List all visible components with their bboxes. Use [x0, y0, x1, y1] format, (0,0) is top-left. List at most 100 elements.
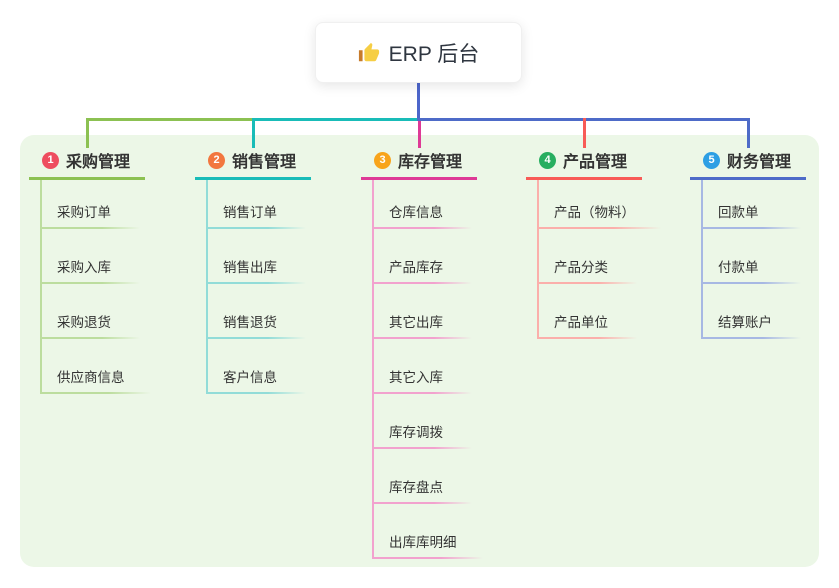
child-connector-line	[537, 227, 661, 229]
child-node[interactable]: 回款单	[701, 180, 801, 229]
child-node-label: 结算账户	[718, 315, 772, 330]
child-node[interactable]: 库存调拨	[372, 394, 472, 449]
branch-children: 仓库信息产品库存其它出库其它入库库存调拨库存盘点出库库明细	[372, 180, 483, 559]
branch-title-node[interactable]: 2 销售管理	[195, 147, 311, 173]
child-node-label: 付款单	[718, 260, 759, 275]
child-node[interactable]: 其它出库	[372, 284, 472, 339]
root-node[interactable]: ERP 后台	[315, 22, 522, 83]
branch-number-badge: 5	[703, 151, 720, 169]
branch-title: 采购管理	[66, 154, 131, 171]
branch-drop-line	[85, 118, 89, 148]
child-node-label: 产品分类	[554, 260, 608, 275]
child-connector-line	[372, 337, 472, 339]
child-connector-line	[701, 337, 801, 339]
child-node[interactable]: 产品库存	[372, 229, 472, 284]
child-node-label: 库存调拨	[389, 425, 443, 440]
child-node-label: 其它入库	[389, 370, 443, 385]
child-node-label: 销售订单	[223, 205, 277, 220]
child-node[interactable]: 产品（物料）	[537, 180, 661, 229]
child-node[interactable]: 仓库信息	[372, 180, 472, 229]
trunk-line-teal	[251, 118, 420, 121]
branch-title-node[interactable]: 3 库存管理	[361, 147, 477, 173]
child-connector-line	[40, 227, 140, 229]
branch-title-node[interactable]: 5 财务管理	[690, 147, 806, 173]
branch-children: 回款单付款单结算账户	[701, 180, 801, 339]
branch-title: 销售管理	[232, 154, 297, 171]
branch-title: 财务管理	[727, 154, 792, 171]
branch-title: 产品管理	[563, 154, 628, 171]
child-node-label: 销售退货	[223, 315, 277, 330]
child-node[interactable]: 客户信息	[206, 339, 306, 394]
child-node-label: 供应商信息	[57, 370, 125, 385]
child-node-label: 其它出库	[389, 315, 443, 330]
child-node[interactable]: 采购订单	[40, 180, 140, 229]
branch-drop-line	[417, 121, 421, 148]
branch-underline	[29, 177, 145, 180]
child-node-label: 产品（物料）	[554, 205, 635, 220]
child-connector-line	[372, 282, 472, 284]
branch-underline	[690, 177, 806, 180]
child-connector-line	[40, 392, 151, 394]
branch-vertical-line	[372, 180, 374, 559]
child-node[interactable]: 采购退货	[40, 284, 140, 339]
root-vertical-line	[416, 83, 420, 121]
child-node[interactable]: 出库库明细	[372, 504, 483, 559]
child-node-label: 库存盘点	[389, 480, 443, 495]
branch-vertical-line	[40, 180, 42, 394]
child-connector-line	[40, 282, 140, 284]
child-connector-line	[372, 557, 483, 559]
child-node[interactable]: 结算账户	[701, 284, 801, 339]
child-node-label: 采购退货	[57, 315, 111, 330]
branch-drop-line	[746, 118, 750, 148]
child-node-label: 仓库信息	[389, 205, 443, 220]
branch-title: 库存管理	[398, 154, 463, 171]
child-node-label: 出库库明细	[389, 535, 457, 550]
child-connector-line	[701, 227, 801, 229]
child-node-label: 回款单	[718, 205, 759, 220]
child-connector-line	[537, 337, 637, 339]
branch-underline	[526, 177, 642, 180]
child-node[interactable]: 库存盘点	[372, 449, 472, 504]
child-connector-line	[40, 337, 140, 339]
root-title: ERP 后台	[388, 42, 480, 66]
child-connector-line	[372, 392, 472, 394]
child-connector-line	[206, 337, 306, 339]
branch-drop-line	[582, 118, 586, 148]
branch-children: 产品（物料） 产品分类产品单位	[537, 180, 661, 339]
branch-children: 销售订单销售出库销售退货客户信息	[206, 180, 306, 394]
branch-number-badge: 4	[539, 151, 556, 169]
child-node[interactable]: 付款单	[701, 229, 801, 284]
thumbs-up-icon	[358, 42, 379, 61]
branch-vertical-line	[537, 180, 539, 339]
child-node[interactable]: 采购入库	[40, 229, 140, 284]
child-node-label: 采购入库	[57, 260, 111, 275]
child-connector-line	[701, 282, 801, 284]
child-connector-line	[206, 227, 306, 229]
child-node[interactable]: 供应商信息	[40, 339, 151, 394]
branch-title-node[interactable]: 4 产品管理	[526, 147, 642, 173]
branch-vertical-line	[206, 180, 208, 394]
branch-drop-line	[251, 118, 255, 148]
child-node-label: 采购订单	[57, 205, 111, 220]
branch-number-badge: 1	[42, 151, 59, 169]
child-connector-line	[206, 392, 306, 394]
child-node[interactable]: 销售订单	[206, 180, 306, 229]
child-connector-line	[372, 447, 472, 449]
child-node-label: 产品单位	[554, 315, 608, 330]
child-node[interactable]: 产品分类	[537, 229, 637, 284]
branch-number-badge: 2	[208, 151, 225, 169]
child-node[interactable]: 产品单位	[537, 284, 637, 339]
child-node[interactable]: 其它入库	[372, 339, 472, 394]
child-connector-line	[372, 502, 472, 504]
child-node-label: 产品库存	[389, 260, 443, 275]
child-node[interactable]: 销售出库	[206, 229, 306, 284]
branch-number-badge: 3	[374, 151, 391, 169]
child-node[interactable]: 销售退货	[206, 284, 306, 339]
child-connector-line	[372, 227, 472, 229]
branches-panel	[20, 135, 819, 567]
branch-children: 采购订单采购入库采购退货供应商信息	[40, 180, 151, 394]
child-connector-line	[537, 282, 637, 284]
branch-vertical-line	[701, 180, 703, 339]
branch-title-node[interactable]: 1 采购管理	[29, 147, 145, 173]
